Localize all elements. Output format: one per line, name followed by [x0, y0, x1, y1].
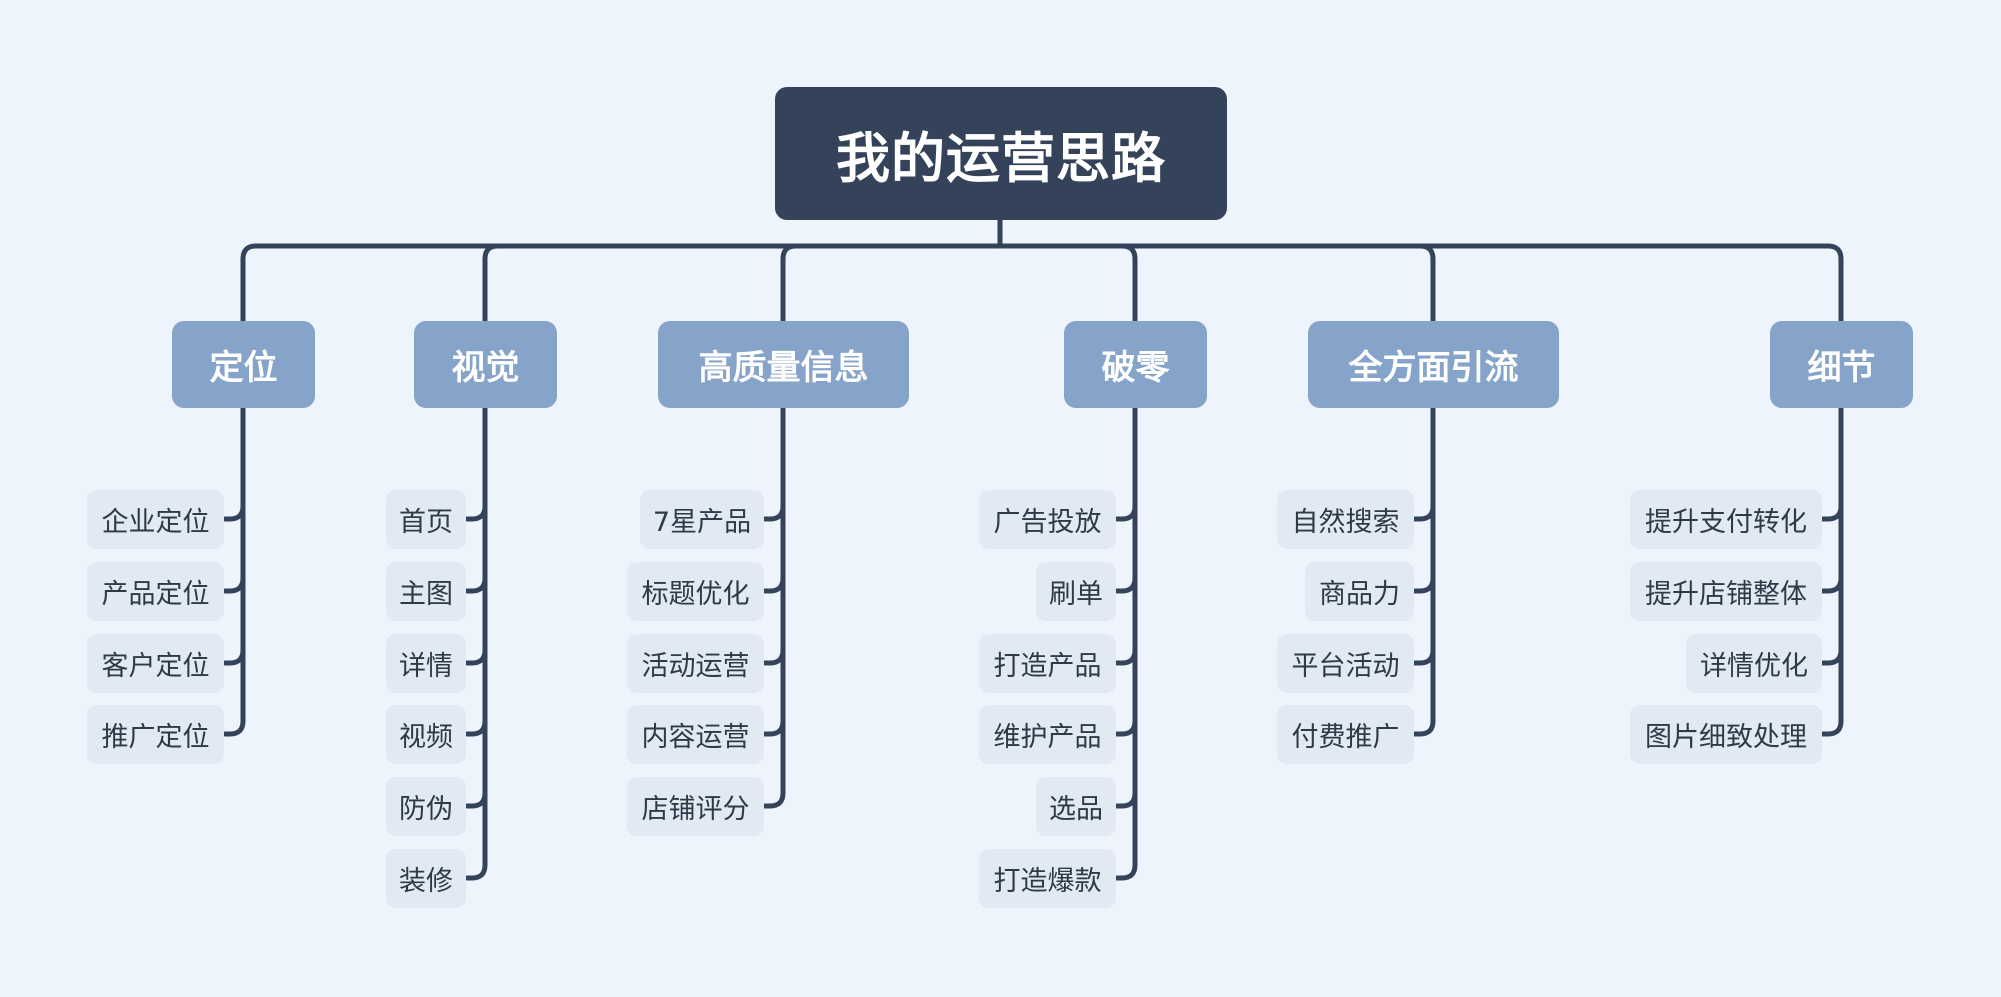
leaf-topic[interactable]: 客户定位 — [87, 634, 224, 693]
trunk-to-branch-5 — [997, 243, 1844, 324]
trunk-to-branch-4 — [997, 243, 1436, 324]
leaf-topic[interactable]: 提升店铺整体 — [1630, 562, 1822, 621]
leaf-topic[interactable]: 提升支付转化 — [1630, 490, 1822, 549]
branch-topic-quality-info[interactable]: 高质量信息 — [658, 321, 909, 408]
branch-topic-details[interactable]: 细节 — [1770, 321, 1913, 408]
leaf-topic[interactable]: 打造爆款 — [979, 849, 1116, 908]
branch-1-tick-0 — [464, 503, 488, 522]
leaf-topic[interactable]: 7星产品 — [640, 490, 764, 549]
branch-1-spine — [464, 405, 488, 881]
leaf-topic[interactable]: 内容运营 — [627, 705, 764, 764]
leaf-topic[interactable]: 平台活动 — [1277, 634, 1414, 693]
branch-2-spine — [762, 405, 786, 809]
branch-0-spine — [222, 405, 246, 737]
branch-1-tick-1 — [464, 575, 488, 594]
branch-topic-traffic[interactable]: 全方面引流 — [1308, 321, 1559, 408]
branch-1-tick-3 — [464, 718, 488, 737]
branch-3-tick-4 — [1114, 790, 1138, 809]
branch-3-tick-0 — [1114, 503, 1138, 522]
leaf-topic[interactable]: 防伪 — [386, 777, 466, 836]
trunk-to-branch-1 — [482, 243, 1003, 324]
leaf-topic[interactable]: 详情优化 — [1686, 634, 1822, 693]
branch-3-spine — [1114, 405, 1138, 881]
leaf-topic[interactable]: 视频 — [386, 705, 466, 764]
trunk-to-branch-3 — [997, 243, 1138, 324]
branch-2-tick-0 — [762, 503, 786, 522]
leaf-topic[interactable]: 装修 — [386, 849, 466, 908]
branch-2-tick-2 — [762, 647, 786, 666]
leaf-topic[interactable]: 店铺评分 — [627, 777, 764, 836]
branch-3-tick-1 — [1114, 575, 1138, 594]
leaf-topic[interactable]: 首页 — [386, 490, 466, 549]
branch-topic-visual[interactable]: 视觉 — [414, 321, 557, 408]
leaf-topic[interactable]: 详情 — [386, 634, 466, 693]
leaf-topic[interactable]: 产品定位 — [87, 562, 224, 621]
branch-1-tick-4 — [464, 790, 488, 809]
leaf-topic[interactable]: 打造产品 — [979, 634, 1116, 693]
root-topic[interactable]: 我的运营思路 — [775, 87, 1227, 220]
leaf-topic[interactable]: 付费推广 — [1277, 705, 1414, 764]
leaf-topic[interactable]: 广告投放 — [979, 490, 1116, 549]
leaf-topic[interactable]: 自然搜索 — [1277, 490, 1414, 549]
branch-4-tick-1 — [1412, 575, 1436, 594]
leaf-topic[interactable]: 商品力 — [1305, 562, 1414, 621]
trunk-to-branch-0 — [240, 243, 1003, 324]
branch-4-spine — [1412, 405, 1436, 737]
leaf-topic[interactable]: 维护产品 — [979, 705, 1116, 764]
branch-0-tick-0 — [222, 503, 246, 522]
leaf-topic[interactable]: 主图 — [386, 562, 466, 621]
branch-5-spine — [1820, 405, 1844, 737]
leaf-topic[interactable]: 图片细致处理 — [1630, 705, 1822, 764]
branch-3-tick-3 — [1114, 718, 1138, 737]
leaf-topic[interactable]: 选品 — [1036, 777, 1116, 836]
leaf-topic[interactable]: 推广定位 — [87, 705, 224, 764]
leaf-topic[interactable]: 活动运营 — [627, 634, 764, 693]
branch-topic-positioning[interactable]: 定位 — [172, 321, 315, 408]
trunk-to-branch-2 — [780, 243, 1003, 324]
branch-topic-first-sale[interactable]: 破零 — [1064, 321, 1207, 408]
branch-1-tick-2 — [464, 647, 488, 666]
branch-2-tick-1 — [762, 575, 786, 594]
leaf-topic[interactable]: 刷单 — [1036, 562, 1116, 621]
branch-0-tick-2 — [222, 647, 246, 666]
branch-5-tick-1 — [1820, 575, 1844, 594]
leaf-topic[interactable]: 标题优化 — [627, 562, 764, 621]
branch-3-tick-2 — [1114, 647, 1138, 666]
branch-5-tick-2 — [1820, 647, 1844, 666]
leaf-topic[interactable]: 企业定位 — [87, 490, 224, 549]
branch-4-tick-0 — [1412, 503, 1436, 522]
branch-4-tick-2 — [1412, 647, 1436, 666]
branch-5-tick-0 — [1820, 503, 1844, 522]
branch-2-tick-3 — [762, 718, 786, 737]
branch-0-tick-1 — [222, 575, 246, 594]
